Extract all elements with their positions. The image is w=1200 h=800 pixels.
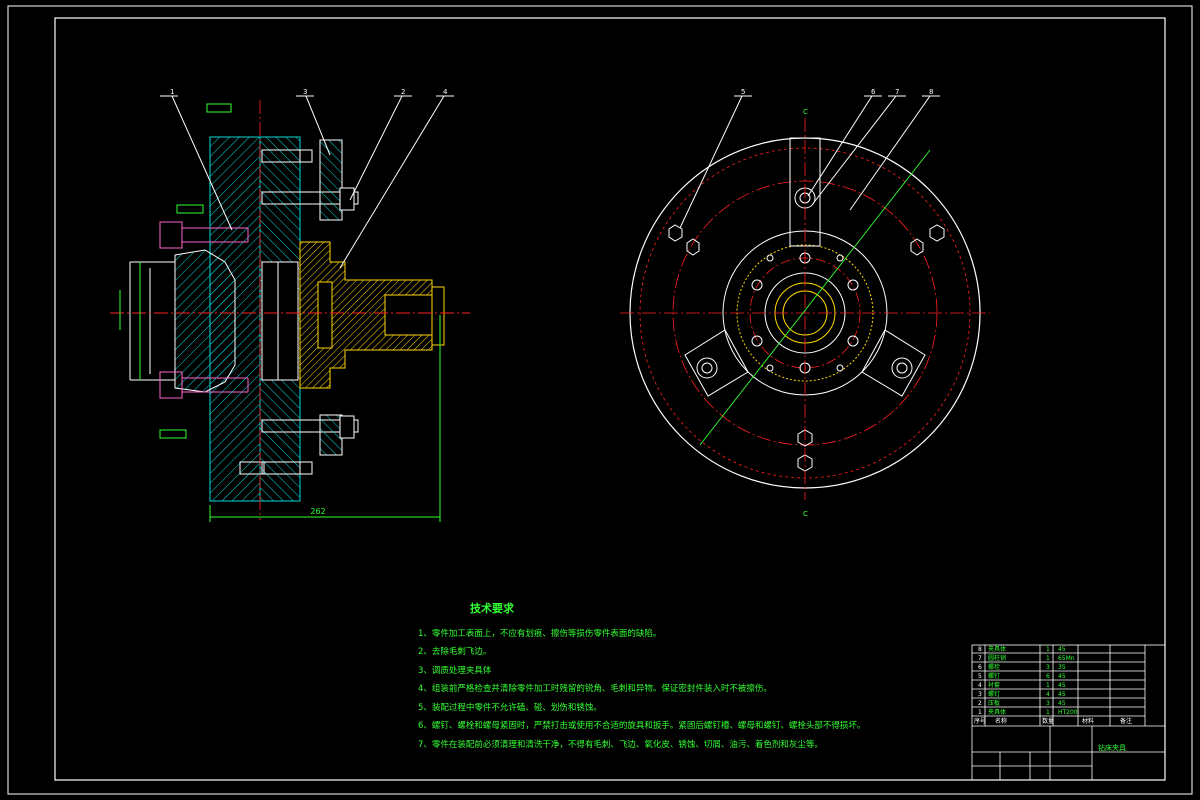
note-line: 6、螺钉、螺栓和螺母紧固时，严禁打击或使用不合适的旋具和扳手。紧固后螺钉槽、螺母… [418, 721, 866, 731]
note-line: 1、零件加工表面上，不应有划痕、擦伤等损伤零件表面的缺陷。 [418, 628, 662, 639]
parts-cell: 65Mn [1058, 655, 1075, 662]
section-mark-bottom: C [803, 510, 808, 518]
parts-header-cell: 名称 [995, 717, 1007, 725]
note-line: 3、调质处理夹具体 [418, 665, 492, 676]
parts-header-cell: 备注 [1120, 717, 1132, 725]
parts-header-cell: 序号 [974, 717, 986, 725]
parts-cell: 7 [978, 655, 982, 662]
left-callout-4: 4 [443, 88, 448, 96]
left-callout-leaders [160, 95, 454, 269]
left-callout-1: 1 [170, 88, 174, 96]
right-callout-6: 6 [871, 88, 876, 96]
parts-cell: 螺钉 [988, 690, 1000, 698]
parts-list-rows: 8 夹具体 1 45 7 圆柱销 1 65Mn 6 螺栓 3 35 5 螺钉 6 45 4 衬套 1 45 3 螺钉 4 45… [974, 645, 1132, 725]
overall-width-dimension: 262 [310, 507, 325, 516]
parts-cell: 3 [1046, 664, 1050, 671]
outer-border [7, 5, 1193, 795]
parts-cell: 1 [1046, 682, 1050, 689]
parts-cell: 5 [978, 673, 982, 680]
parts-cell: 1 [1046, 709, 1050, 716]
parts-cell: 圆柱销 [988, 654, 1006, 662]
parts-cell: 螺钉 [988, 672, 1000, 680]
parts-cell: 3 [1046, 700, 1050, 707]
parts-cell: 螺栓 [988, 663, 1000, 671]
right-callout-leaders [679, 95, 940, 229]
left-callout-3: 3 [303, 88, 307, 96]
parts-cell: 1 [1046, 646, 1050, 653]
parts-cell: 1 [978, 709, 982, 716]
parts-cell: 8 [978, 646, 982, 653]
note-line: 7、零件在装配前必须清理和清洗干净，不得有毛刺、飞边、氧化皮、锈蚀、切屑、油污、… [418, 739, 823, 750]
note-line: 5、装配过程中零件不允许磕、碰、划伤和锈蚀。 [418, 702, 602, 713]
note-line: 2、去除毛刺飞边。 [418, 647, 492, 657]
parts-cell: 3 [978, 691, 982, 698]
right-callout-7: 7 [895, 88, 899, 96]
section-mark-top: C [803, 108, 808, 116]
parts-cell: HT200 [1058, 709, 1078, 716]
title-block-name: 钻床夹具 [1098, 743, 1126, 752]
parts-cell: 45 [1058, 646, 1066, 653]
parts-header-cell: 材料 [1082, 717, 1094, 725]
parts-cell: 4 [978, 682, 982, 689]
parts-cell: 6 [1046, 673, 1050, 680]
right-callout-5: 5 [741, 88, 745, 96]
parts-cell: 45 [1058, 691, 1066, 698]
parts-list-grid [971, 644, 1166, 781]
parts-cell: 4 [1046, 691, 1050, 698]
left-callout-2: 2 [401, 88, 405, 96]
note-line: 4、组装前严格检查并清除零件加工时残留的锐角、毛刺和异物。保证密封件装入时不被擦… [418, 684, 772, 694]
parts-cell: 衬套 [988, 681, 1000, 689]
left-section-view [110, 100, 470, 522]
technical-requirements-title: 技术要求 [470, 602, 514, 615]
parts-cell: 45 [1058, 682, 1066, 689]
parts-cell: 35 [1058, 664, 1066, 671]
right-callout-8: 8 [929, 88, 933, 96]
technical-requirements: 技术要求 1、零件加工表面上，不应有划痕、擦伤等损伤零件表面的缺陷。 2、去除毛… [418, 600, 938, 754]
parts-cell: 2 [978, 700, 982, 707]
parts-cell: 6 [978, 664, 982, 671]
parts-cell: 夹具体 [988, 645, 1006, 653]
parts-cell: 45 [1058, 673, 1066, 680]
parts-cell: 1 [1046, 655, 1050, 662]
parts-cell: 压板 [988, 699, 1000, 707]
inner-border [54, 17, 1166, 781]
parts-header-cell: 数量 [1042, 717, 1054, 725]
right-front-view [620, 118, 990, 500]
parts-cell: 夹具体 [988, 708, 1006, 716]
parts-cell: 45 [1058, 700, 1066, 707]
